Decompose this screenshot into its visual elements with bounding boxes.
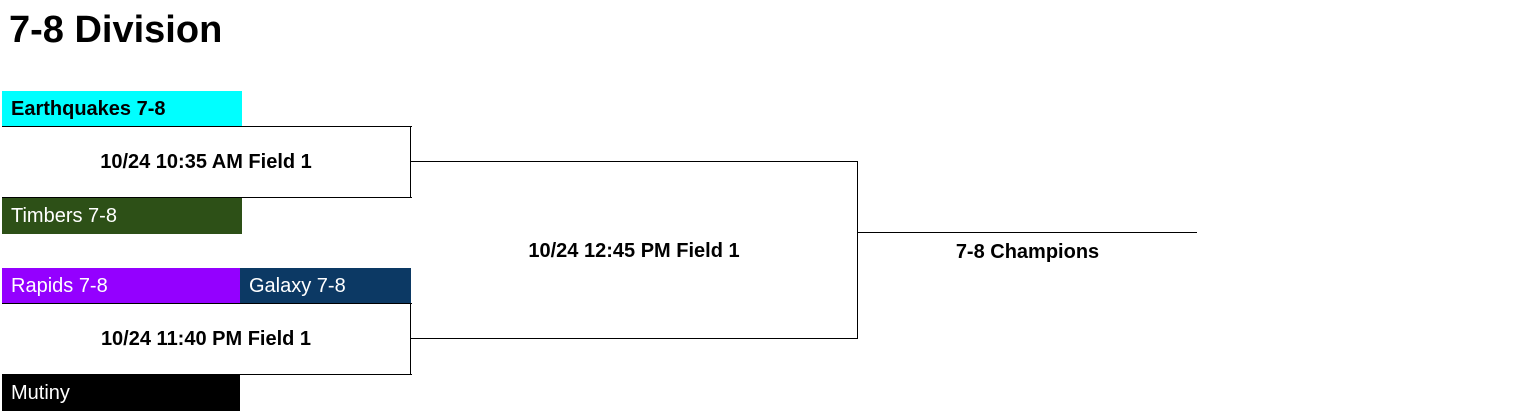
team-timbers: Timbers 7-8 [2, 198, 242, 234]
champion-label: 7-8 Champions [955, 241, 1100, 263]
division-title: 7-8 Division [9, 9, 223, 51]
bracket-line [410, 126, 411, 198]
bracket-line [2, 197, 412, 198]
team-galaxy: Galaxy 7-8 [240, 268, 411, 304]
team-rapids: Rapids 7-8 [2, 268, 240, 304]
bracket-line [2, 126, 412, 127]
bracket-line [411, 161, 858, 162]
champion-line [858, 232, 1197, 233]
game-1-label: 10/24 10:35 AM Field 1 [100, 151, 312, 173]
final-game-label: 10/24 12:45 PM Field 1 [528, 240, 740, 262]
bracket-line [2, 303, 412, 304]
bracket-line [411, 338, 858, 339]
game-2-label: 10/24 11:40 PM Field 1 [100, 328, 312, 350]
bracket-line [2, 374, 412, 375]
bracket-line [857, 161, 858, 339]
team-earthquakes: Earthquakes 7-8 [2, 91, 242, 127]
team-mutiny: Mutiny [2, 375, 240, 411]
bracket-line [410, 303, 411, 375]
